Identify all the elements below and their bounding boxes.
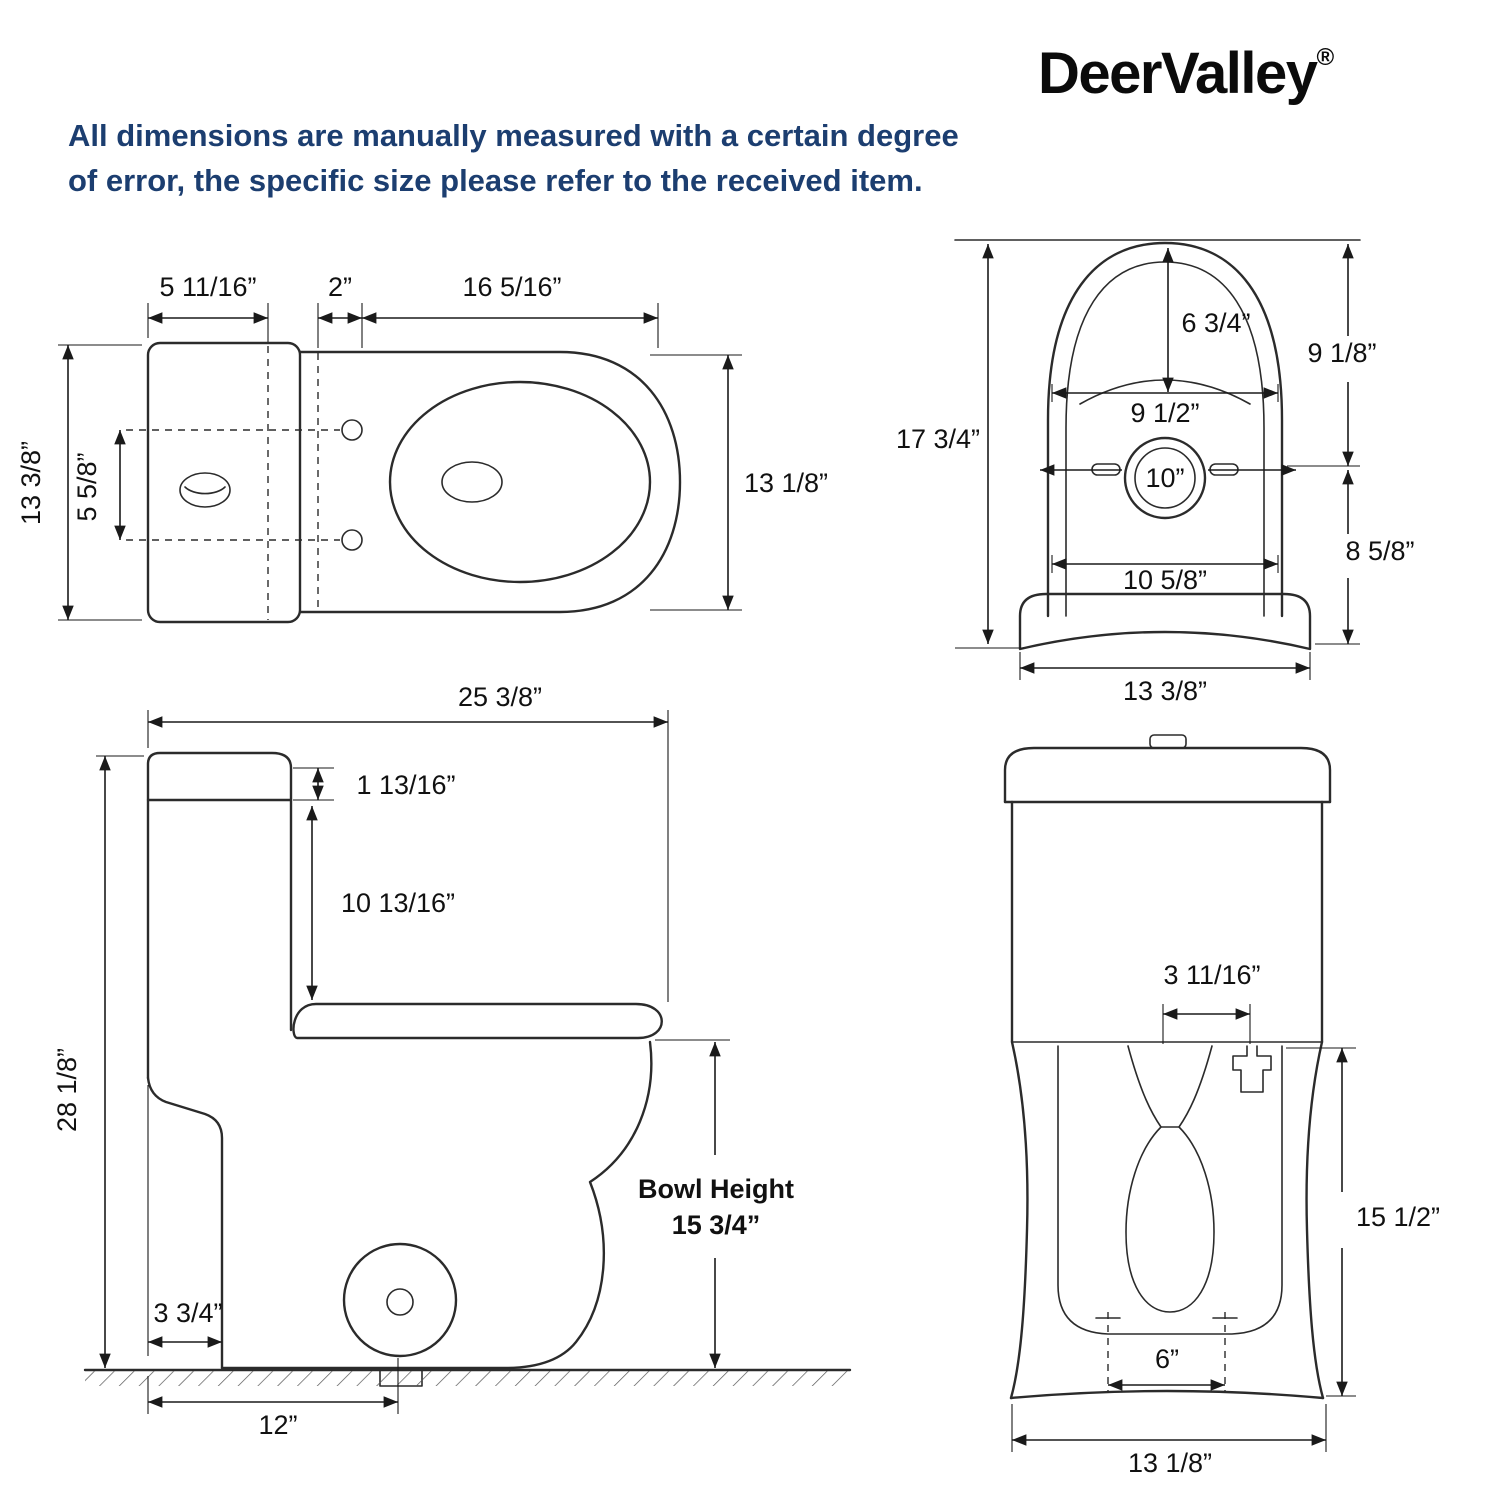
dim-label-trap-height: 15 1/2” — [1356, 1202, 1440, 1232]
disclaimer-line-1: All dimensions are manually measured wit… — [68, 118, 959, 153]
side-view-dimensions: 25 3/8” 1 13/16” 10 13/16” 28 1/8” Bowl … — [52, 682, 794, 1440]
dim-label-side-overall-height: 28 1/8” — [52, 1048, 82, 1132]
front-view-dimensions: 3 11/16” 15 1/2” 6” 13 1/8” — [1011, 960, 1440, 1478]
disclaimer-text: All dimensions are manually measured wit… — [68, 114, 959, 204]
brand-logo: DeerValley® — [1038, 40, 1334, 107]
front-view: 3 11/16” 15 1/2” 6” 13 1/8” — [1003, 734, 1440, 1478]
dim-label-valve-width: 3 11/16” — [1163, 960, 1260, 990]
dim-label-lower-height: 8 5/8” — [1345, 536, 1414, 566]
dim-label-gap: 2” — [328, 272, 352, 302]
plan-view-outline — [126, 341, 682, 624]
dim-label-upper-height: 9 1/8” — [1307, 338, 1376, 368]
outlet-hole — [1123, 436, 1207, 520]
rear-view-dimensions: 17 3/4” 6 3/4” 9 1/8” 9 1/2” 10” 8 5/8” — [896, 243, 1415, 706]
side-view: 25 3/8” 1 13/16” 10 13/16” 28 1/8” Bowl … — [52, 682, 852, 1440]
trap-cap — [342, 1242, 458, 1358]
dim-label-front-base-width: 13 1/8” — [1128, 1448, 1212, 1478]
registered-mark: ® — [1316, 44, 1335, 71]
dim-label-rear-overall-height: 17 3/4” — [896, 424, 980, 454]
brand-name: DeerValley — [1038, 41, 1318, 106]
dim-label-outlet: 10” — [1145, 463, 1184, 493]
dim-label-bowl-width: 13 1/8” — [744, 468, 828, 498]
trapway-interior — [1125, 1126, 1215, 1313]
dim-label-tank-depth: 5 11/16” — [159, 272, 256, 302]
dim-label-base-setback: 3 3/4” — [153, 1298, 222, 1328]
dim-label-lid-depth: 6 3/4” — [1181, 308, 1250, 338]
front-view-outline — [1003, 734, 1332, 1400]
floor-hatch — [85, 1371, 850, 1386]
seat-profile — [292, 1002, 663, 1040]
flush-button-top — [179, 472, 231, 508]
plan-view: 5 11/16” 2” 16 5/16” 13 3/8” 5 5/8” 13 1… — [16, 272, 828, 624]
flush-button-front — [1149, 734, 1187, 749]
dim-label-bowl-height-value: 15 3/4” — [672, 1210, 761, 1240]
dim-label-inner-width: 9 1/2” — [1130, 398, 1199, 428]
dim-label-bolt-spacing: 6” — [1155, 1344, 1179, 1374]
dim-label-tank-height: 10 13/16” — [341, 888, 455, 918]
dim-label-lid-thickness: 1 13/16” — [356, 770, 455, 800]
plan-view-dimensions: 5 11/16” 2” 16 5/16” 13 3/8” 5 5/8” 13 1… — [16, 272, 828, 621]
fill-valve — [1232, 1045, 1272, 1093]
dim-label-button-offset: 5 5/8” — [72, 452, 102, 521]
dim-label-plan-overall-width: 13 3/8” — [16, 441, 46, 525]
dim-label-overall-depth: 25 3/8” — [458, 682, 542, 712]
disclaimer-line-2: of error, the specific size please refer… — [68, 162, 923, 198]
side-view-outline — [83, 751, 852, 1387]
dim-label-seat-length: 16 5/16” — [462, 272, 561, 302]
dim-label-inner-base-width: 10 5/8” — [1123, 565, 1207, 595]
rear-view: 17 3/4” 6 3/4” 9 1/8” 9 1/2” 10” 8 5/8” — [896, 239, 1415, 706]
dim-label-bowl-height-caption: Bowl Height — [638, 1174, 794, 1204]
dim-label-rough-in: 12” — [258, 1410, 297, 1440]
dim-label-rear-base-width: 13 3/8” — [1123, 676, 1207, 706]
